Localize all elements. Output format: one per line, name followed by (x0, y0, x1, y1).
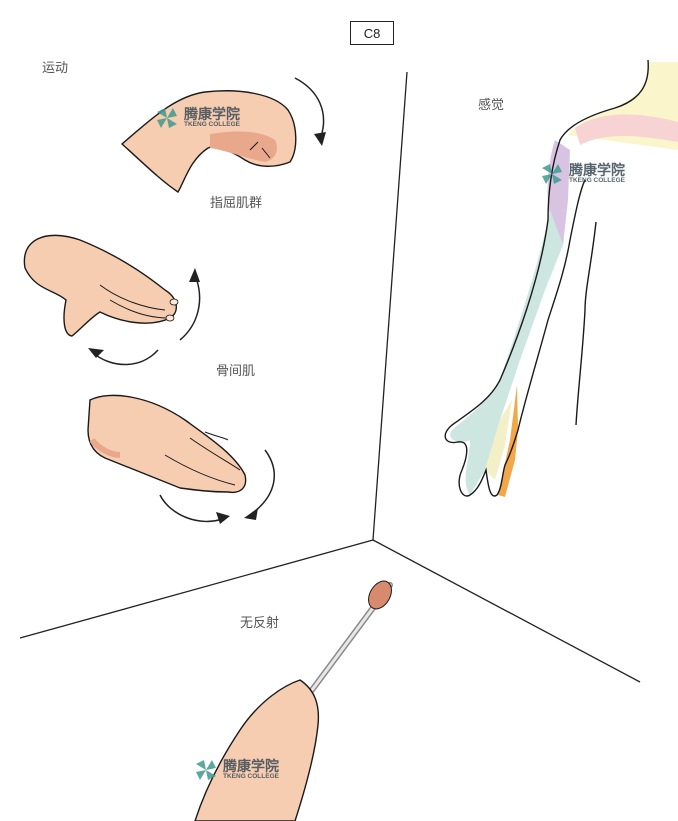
pinwheel-logo-icon (157, 108, 177, 128)
sensory-title: 感觉 (478, 98, 505, 113)
interossei-label: 骨间肌 (216, 364, 256, 379)
fist-illustration (120, 77, 326, 193)
reflex-title: 无反射 (240, 616, 280, 631)
motor-title: 运动 (42, 61, 69, 76)
watermark-cn: 腾康学院 (569, 162, 625, 179)
hand-together-illustration (87, 394, 276, 524)
watermark-en: TKENG COLLEGE (569, 176, 625, 184)
watermark-cn: 腾康学院 (223, 758, 279, 775)
reflex-hammer-illustration (194, 580, 393, 821)
finger-flexors-label: 指屈肌群 (210, 196, 263, 211)
pinwheel-logo-icon (542, 164, 562, 184)
pinwheel-logo-icon (196, 760, 216, 780)
watermark-cn: 腾康学院 (184, 106, 240, 123)
arm-dermatome-illustration (444, 59, 678, 497)
room-corner-lines (19, 71, 641, 683)
segment-label: C8 (363, 25, 381, 41)
hand-spread-illustration (23, 234, 201, 366)
watermark-en: TKENG COLLEGE (184, 120, 240, 128)
segment-label-box: C8 (350, 21, 394, 45)
watermark-en: TKENG COLLEGE (223, 772, 279, 780)
